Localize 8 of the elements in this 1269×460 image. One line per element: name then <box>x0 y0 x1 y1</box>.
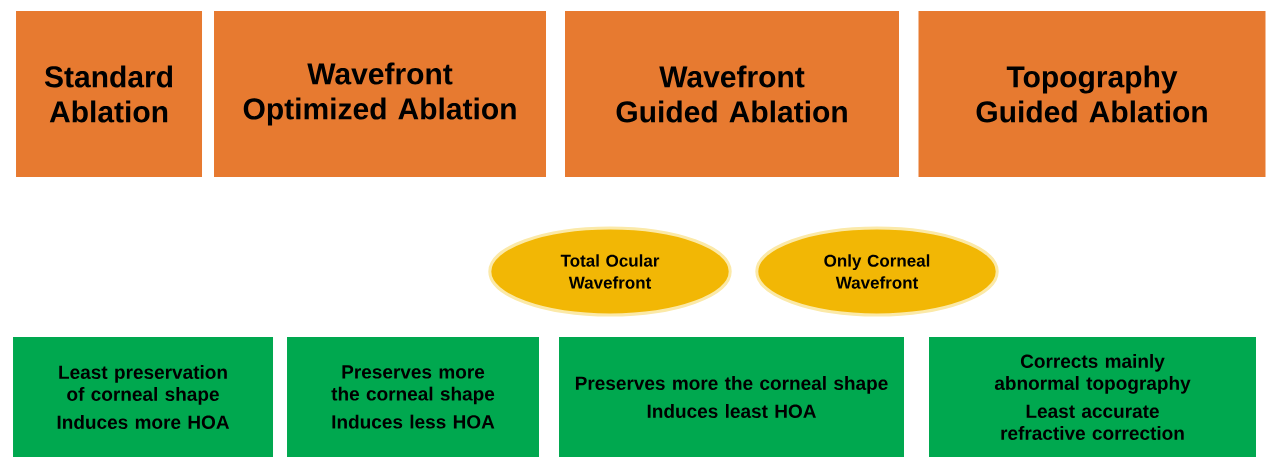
description-box: Preserves more the corneal shape Induces least HOA <box>557 335 906 459</box>
category-box: Topography Guided Ablation <box>916 9 1268 179</box>
description-box: Least preservation of corneal shape Induces more HOA <box>11 335 275 459</box>
category-box: Wavefront Optimized Ablation <box>212 9 548 179</box>
category-box: Standard Ablation <box>14 9 204 179</box>
description-box: Corrects mainly abnormal topography Least accurate refractive correction <box>927 335 1258 459</box>
category-box: Wavefront Guided Ablation <box>563 9 901 179</box>
description-box: Preserves more the corneal shape Induces less HOA <box>285 335 541 459</box>
